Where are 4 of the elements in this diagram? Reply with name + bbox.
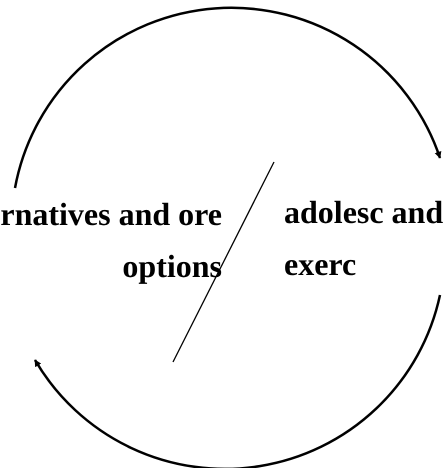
node-text: adolesc and exerc <box>284 193 444 284</box>
curved-arrow <box>14 6 442 188</box>
node-text: rnatives and ore options <box>0 195 222 286</box>
curved-arrow <box>34 294 442 468</box>
